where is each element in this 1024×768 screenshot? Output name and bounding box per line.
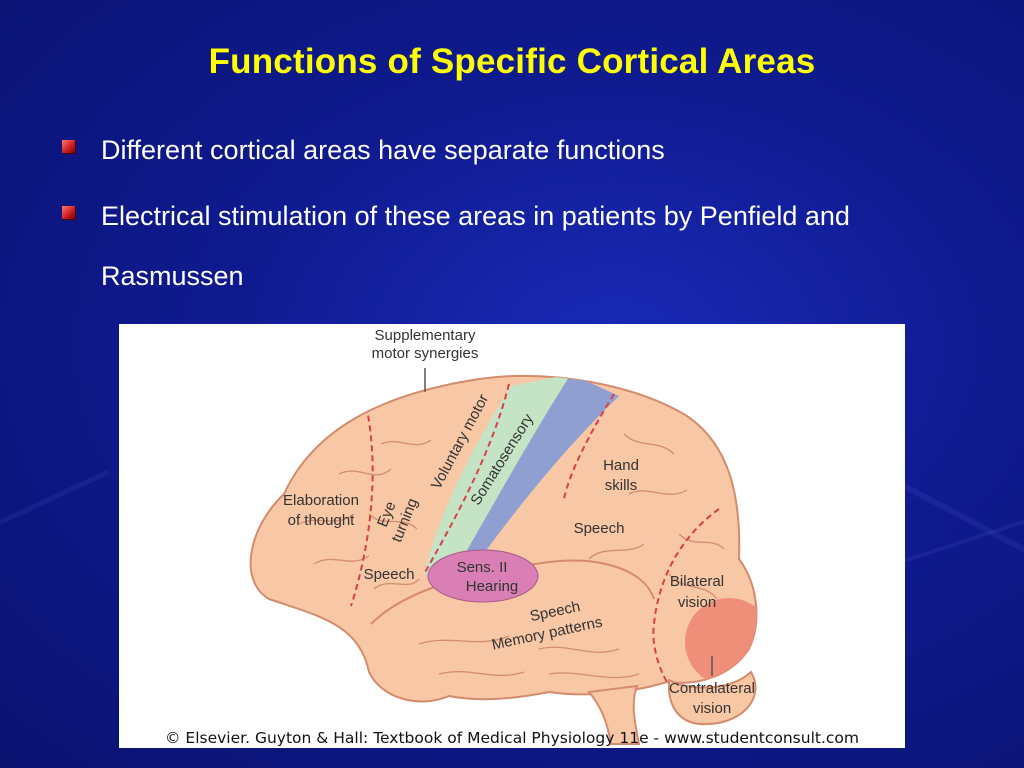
label-supplementary: Supplementary	[375, 327, 476, 344]
label-sens-ii: Sens. II	[457, 559, 508, 576]
hearing-region	[427, 549, 539, 603]
label-hearing: Hearing	[466, 578, 519, 595]
temporal-lobe-outline	[370, 559, 655, 625]
label-skills: skills	[605, 477, 638, 494]
bullet-marker-icon	[62, 206, 75, 219]
label-contralateral: Contralateral	[669, 680, 755, 697]
motor-cortex-region	[424, 375, 571, 582]
visual-cortex-region	[685, 598, 757, 686]
label-hand: Hand	[603, 457, 639, 474]
brain-diagram: Supplementary motor synergies Voluntary …	[119, 324, 905, 748]
bullet-text: Electrical stimulation of these areas in…	[101, 201, 850, 291]
figure-credit: © Elsevier. Guyton & Hall: Textbook of M…	[164, 729, 859, 747]
label-bilateral: Bilateral	[670, 573, 724, 590]
gyri-lines	[298, 433, 725, 679]
cerebellum-shape	[667, 670, 757, 726]
bullet-marker-icon	[62, 140, 75, 153]
somatosensory-region	[449, 375, 619, 582]
label-supplementary-2: motor synergies	[372, 345, 479, 362]
brain-svg: Supplementary motor synergies Voluntary …	[249, 327, 758, 745]
slide-title: Functions of Specific Cortical Areas	[208, 42, 816, 81]
label-speech-frontal: Speech	[364, 566, 415, 583]
background-streak	[899, 485, 1024, 564]
label-speech-parietal: Speech	[574, 520, 625, 537]
brainstem-shape	[587, 684, 641, 745]
background-streak	[0, 469, 110, 525]
label-vision-contralateral: vision	[693, 700, 731, 717]
bullet-text: Different cortical areas have separate f…	[101, 135, 665, 165]
region-boundaries	[350, 383, 720, 683]
label-elaboration: Elaboration	[283, 492, 359, 509]
label-vision-bilateral: vision	[678, 594, 716, 611]
label-of-thought: of thought	[288, 512, 356, 529]
